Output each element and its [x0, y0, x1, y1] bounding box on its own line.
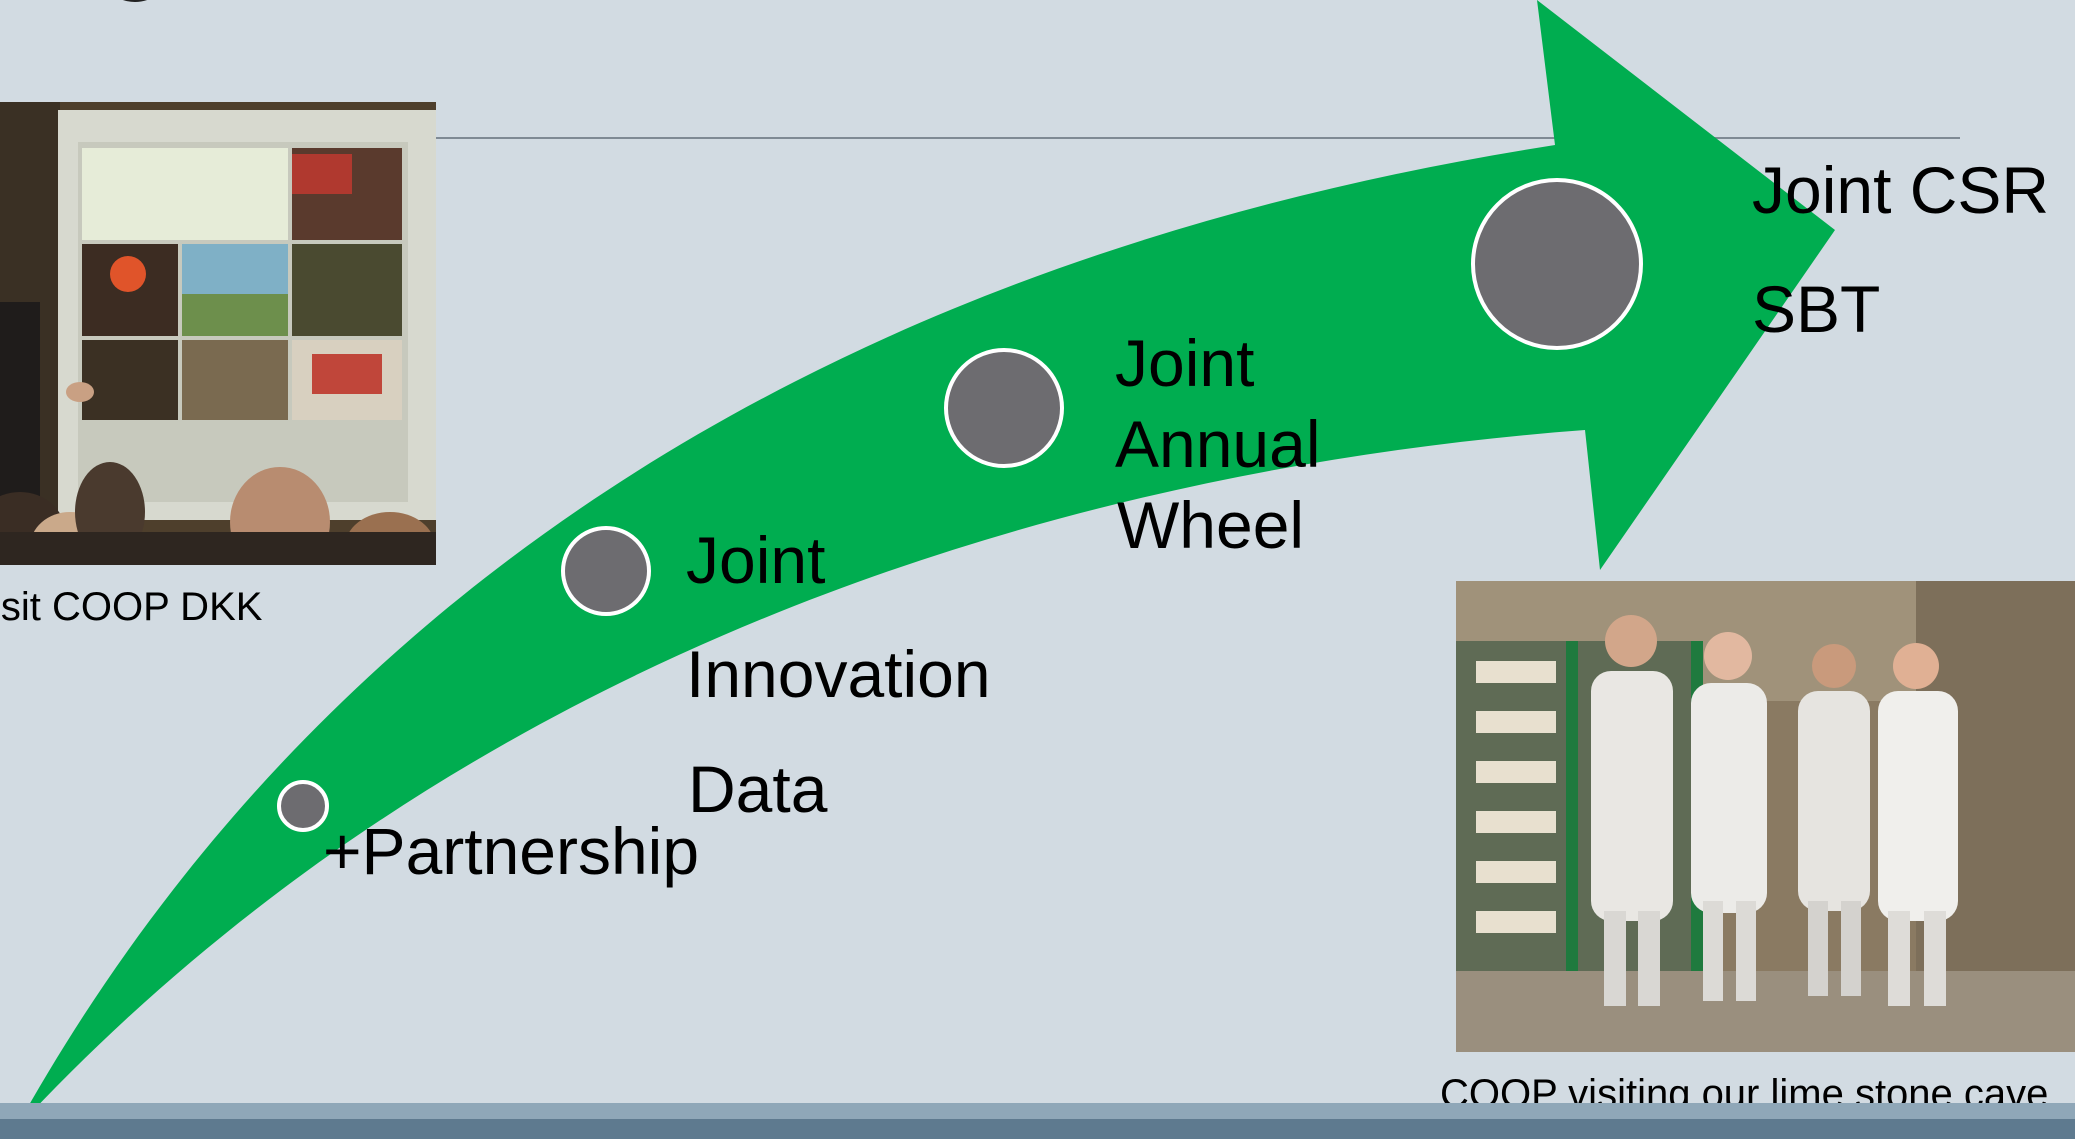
stage-wheel-line2: Annual: [1115, 407, 1321, 481]
stage-innovation-line3: Data: [688, 752, 828, 826]
left-photo-caption: isit COOP DKK: [0, 585, 263, 629]
stage-innovation-line2: Innovation: [686, 637, 991, 711]
footer-band-dark: [0, 1119, 2075, 1139]
stage-csr-line2: SBT: [1752, 272, 1881, 346]
milestone-partnership: [277, 780, 329, 832]
milestone-innovation: [561, 526, 651, 616]
presentation-photo: [0, 102, 436, 565]
milestone-csr: [1471, 178, 1643, 350]
title-divider: [435, 137, 1960, 139]
stage-csr-line1: Joint CSR: [1752, 153, 2050, 227]
stage-wheel-line1: Joint: [1115, 326, 1255, 400]
group-in-cave-photo: [1456, 581, 2075, 1052]
milestone-annual-wheel: [944, 348, 1064, 468]
stage-partnership-label: +Partnership: [323, 814, 700, 888]
footer-band-light: [0, 1103, 2075, 1119]
arrow-body: [15, 0, 1835, 1130]
stage-wheel-line3: Wheel: [1117, 488, 1305, 562]
stage-innovation-line1: Joint: [686, 523, 826, 597]
